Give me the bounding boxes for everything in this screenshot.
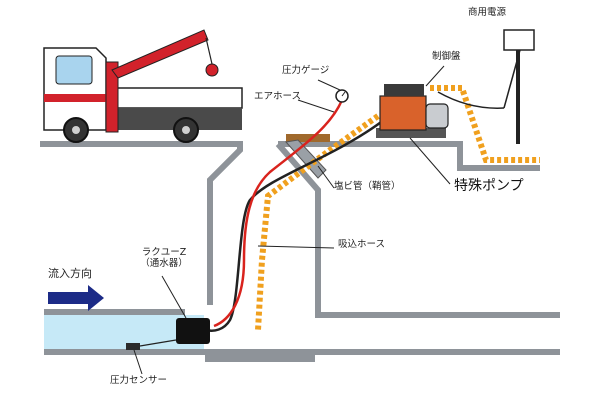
truck-rear-hub — [182, 126, 190, 134]
commercial-power-box — [503, 29, 535, 51]
label-commercial-power: 商用電源 — [468, 7, 507, 18]
air-hose — [213, 99, 344, 328]
leader-air-hose — [297, 99, 335, 113]
pressure-sensor-cable — [139, 339, 177, 347]
cab-stripe — [44, 94, 106, 102]
label-vinyl-pipe: 塩ビ管（鞘管） — [334, 181, 401, 192]
pump-base — [376, 128, 446, 138]
truck-front-hub — [72, 126, 80, 134]
leader-pressure-gauge — [317, 79, 341, 91]
leader-rakuyu-z — [161, 275, 187, 319]
power-pole — [516, 40, 520, 144]
crane-truck — [43, 29, 243, 143]
leader-control-panel — [425, 65, 445, 87]
flow-direction-arrow — [48, 285, 104, 311]
ground-surface-left — [40, 141, 243, 305]
leader-pressure-sensor — [133, 349, 143, 375]
label-rakuyu-z: ラクユーZ — [141, 247, 187, 258]
pump-body — [379, 95, 427, 131]
power-line — [437, 91, 505, 109]
label-special-pump: 特殊ポンプ — [454, 178, 524, 194]
power-cable-to-pump — [430, 85, 540, 163]
vinyl-pipe-board — [286, 134, 330, 142]
label-air-hose: エアホース — [254, 91, 302, 102]
pump-cable-to-shaft — [255, 113, 380, 331]
crane-boom — [111, 29, 209, 79]
shaft-floor-block — [205, 352, 315, 362]
suction-hose — [205, 118, 385, 332]
rakuyu-z-device — [176, 318, 210, 344]
label-rakuyu-z-sub: （通水器） — [140, 257, 188, 269]
special-pump — [376, 84, 449, 138]
ground-surface-right — [278, 141, 540, 171]
label-flow-direction: 流入方向 — [48, 267, 92, 280]
label-pressure-gauge: 圧力ゲージ — [282, 65, 330, 76]
cab-window — [55, 55, 93, 85]
leader-suction-hose — [257, 245, 335, 249]
leader-lines — [133, 65, 451, 375]
power-wire — [503, 49, 521, 109]
pump-frame — [384, 84, 424, 96]
leader-vinyl-pipe — [317, 165, 335, 189]
leader-special-pump — [409, 137, 451, 185]
label-rakuyu-z-group: ラクユーZ （通水器） — [136, 247, 192, 270]
crane-hook — [205, 63, 219, 77]
label-suction-hose: 吸込ホース — [338, 239, 386, 250]
label-control-panel: 制御盤 — [432, 51, 461, 62]
truck-bed — [109, 87, 243, 109]
pump-motor — [425, 103, 449, 129]
crane-post — [105, 61, 119, 133]
crane-cable — [205, 37, 213, 65]
label-pressure-sensor: 圧力センサー — [110, 375, 168, 386]
pressure-sensor-device — [126, 343, 140, 350]
shaft-wall-right — [275, 142, 560, 318]
pressure-gauge-needle — [341, 91, 346, 97]
